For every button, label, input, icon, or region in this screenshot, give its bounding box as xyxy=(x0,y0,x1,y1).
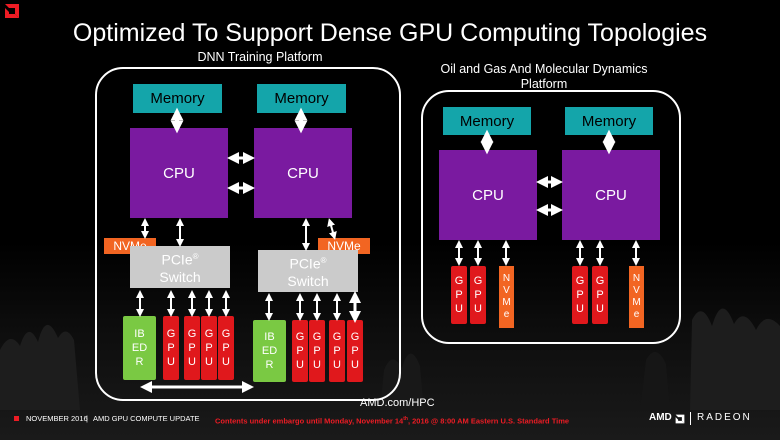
amd-hpc-link[interactable]: AMD.com/HPC xyxy=(360,397,435,409)
logo-divider xyxy=(690,412,691,425)
cpu-block-left-1: CPU xyxy=(130,128,228,218)
cpu-block-right-2: CPU xyxy=(562,150,660,240)
oil-gas-molecular-dynamics-panel xyxy=(421,90,681,344)
crowd-silhouette-background xyxy=(0,308,780,410)
amd-logo-text: AMD xyxy=(649,412,672,423)
dnn-training-platform-panel xyxy=(95,67,401,401)
pcie-switch-left-2: PCIe® Switch xyxy=(258,250,358,292)
memory-block-left-2: Memory xyxy=(257,84,346,113)
cpu-block-right-1: CPU xyxy=(439,150,537,240)
cpu-block-left-2: CPU xyxy=(254,128,352,218)
footer-bullet-icon xyxy=(14,416,19,421)
left-platform-label: DNN Training Platform xyxy=(197,50,323,64)
amd-corner-logo-icon xyxy=(5,4,19,18)
footer-bar: NOVEMBER 2016 | AMD GPU COMPUTE UPDATE C… xyxy=(0,412,780,426)
radeon-logo-text: RADEON xyxy=(697,412,752,423)
footer-separator: | xyxy=(86,414,88,423)
memory-block-left-1: Memory xyxy=(133,84,222,113)
memory-block-right-2: Memory xyxy=(565,107,653,135)
footer-date: NOVEMBER 2016 xyxy=(26,414,88,423)
slide-title: Optimized To Support Dense GPU Computing… xyxy=(72,19,708,47)
footer-event: AMD GPU COMPUTE UPDATE xyxy=(93,414,200,423)
amd-arrow-logo-icon xyxy=(675,414,685,424)
right-platform-label: Oil and Gas And Molecular Dynamics Platf… xyxy=(440,62,648,91)
footer-embargo-notice: Contents under embargo until Monday, Nov… xyxy=(215,416,570,426)
memory-block-right-1: Memory xyxy=(443,107,531,135)
pcie-switch-left-1: PCIe® Switch xyxy=(130,246,230,288)
